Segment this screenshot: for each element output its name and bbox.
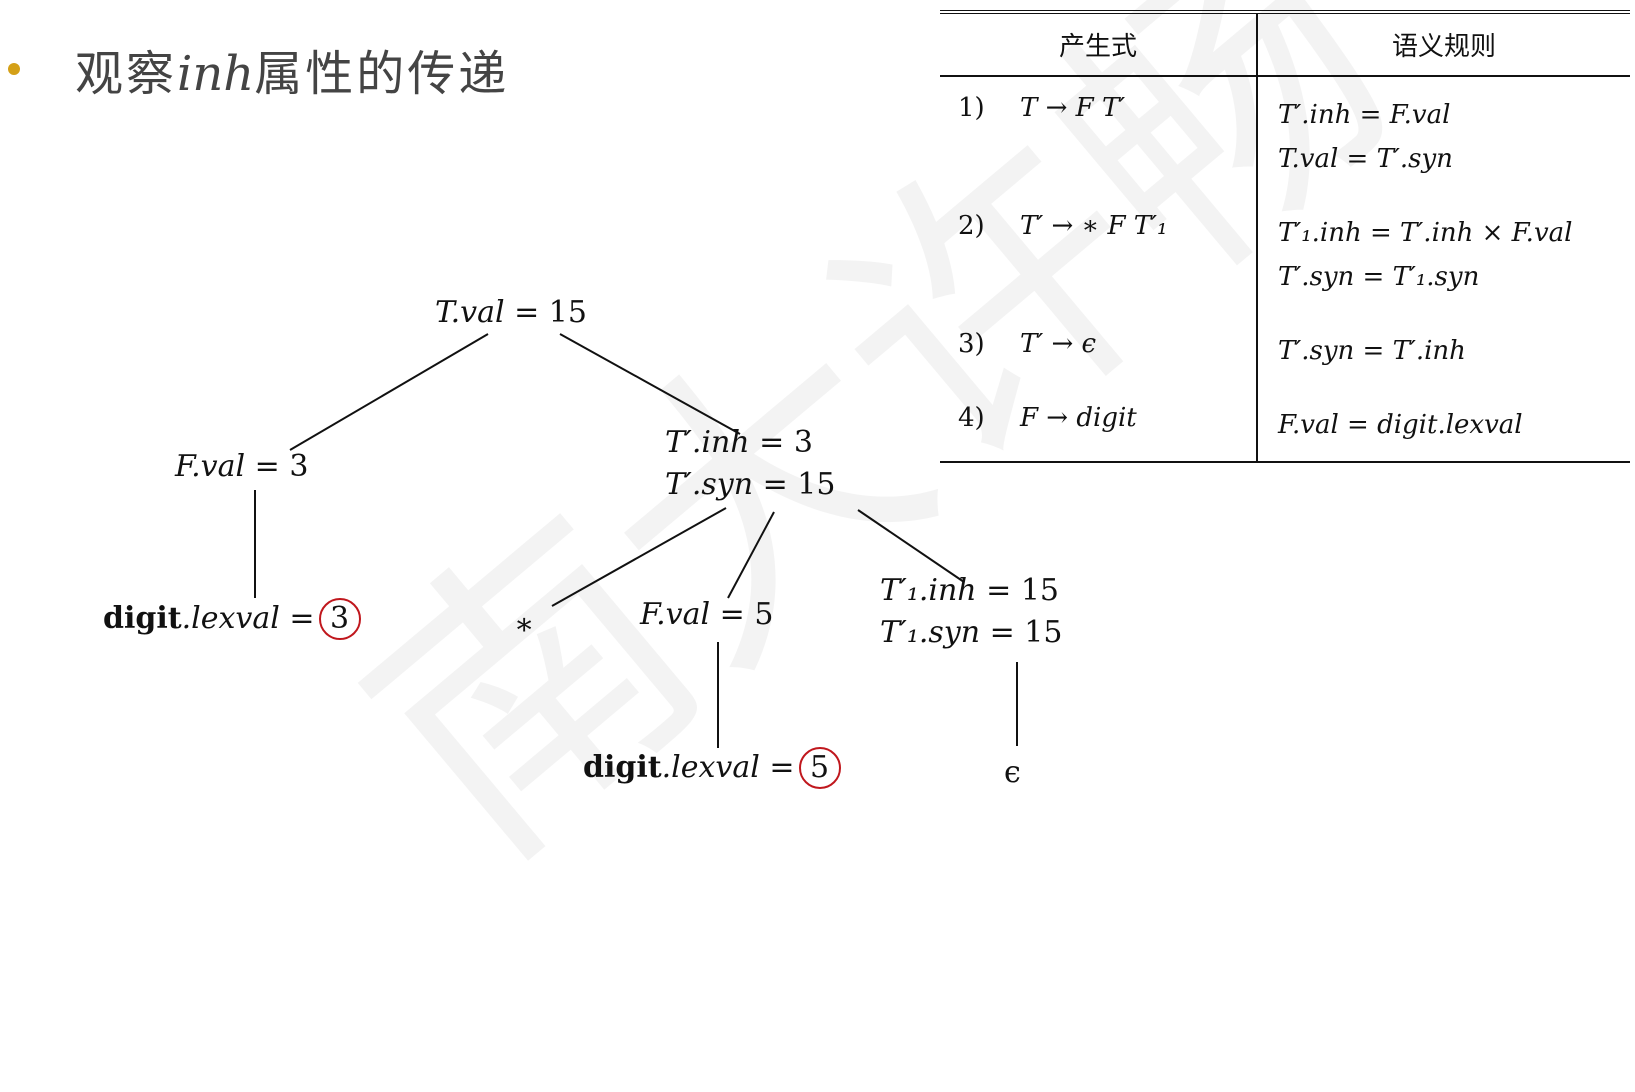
node-digit-1: digit.lexval =3: [103, 598, 361, 640]
node-root-attr: T.val: [435, 295, 505, 330]
edge-tp-star: [551, 507, 727, 607]
rule-num: 2): [958, 211, 985, 241]
node-digit-2: digit.lexval =5: [583, 747, 841, 789]
edge-tp-f2: [727, 511, 775, 599]
rule-production: T′ → ∗ F T′₁: [1020, 211, 1168, 241]
rule-text: T′.inh = F.val: [1278, 100, 1451, 130]
rule-num: 4): [958, 403, 985, 433]
node-t1-prime-inh-value: 15: [1020, 573, 1060, 608]
highlight-circle-3: 3: [318, 598, 361, 640]
node-f1-value: 3: [289, 449, 309, 484]
header-production: 产生式: [940, 14, 1258, 77]
rule-text: F.val = digit.lexval: [1278, 410, 1523, 440]
title-prefix: 观察: [75, 46, 178, 102]
node-f1-attr: F.val: [175, 449, 246, 484]
edge-tp-tp1: [857, 509, 965, 583]
node-f2: F.val = 5: [640, 597, 774, 632]
rule-production: F → digit: [1020, 403, 1137, 433]
parse-tree-edges: [254, 333, 1018, 748]
node-digit-2-token: digit: [583, 750, 662, 785]
node-t-prime-inh-value: 3: [793, 425, 813, 460]
edge-root-tp: [559, 333, 741, 435]
node-t1-prime-syn-value: 15: [1024, 615, 1063, 650]
node-t1-prime: T′₁.inh = 15 T′₁.syn = 15: [880, 573, 1063, 650]
node-f2-attr: F.val: [640, 597, 711, 632]
slide-title-row: 观察inh属性的传递: [8, 34, 509, 104]
bullet-icon: [8, 63, 20, 75]
node-t-prime: T′.inh = 3 T′.syn = 15: [665, 425, 836, 502]
highlight-circle-5: 5: [798, 747, 841, 789]
rule-num: 1): [958, 93, 985, 123]
node-t1-prime-inh-attr: T′₁.inh: [880, 573, 977, 608]
table-row: 4) F → digit F.val = digit.lexval: [940, 387, 1630, 463]
header-semantic-rules: 语义规则: [1257, 14, 1630, 77]
node-root-value: 15: [548, 295, 587, 330]
rule-text: T′.syn = T′.inh: [1278, 336, 1466, 366]
node-f1: F.val = 3: [175, 449, 309, 484]
rule-production: T′ → ϵ: [1020, 329, 1097, 359]
rule-text: T′₁.inh = T′.inh × F.val: [1278, 218, 1573, 248]
table-row: 3) T′ → ϵ T′.syn = T′.inh: [940, 313, 1630, 387]
node-digit-1-attr: .lexval: [181, 601, 280, 636]
node-t-prime-syn-attr: T′.syn: [665, 467, 754, 502]
node-t1-prime-syn-attr: T′₁.syn: [880, 615, 981, 650]
node-root: T.val = 15: [435, 295, 587, 330]
node-epsilon: ϵ: [1004, 755, 1021, 790]
rule-text: T′.syn = T′₁.syn: [1278, 262, 1480, 292]
node-digit-1-token: digit: [103, 601, 182, 636]
node-star: ∗: [514, 607, 535, 642]
node-digit-2-attr: .lexval: [661, 750, 760, 785]
node-t-prime-syn-value: 15: [797, 467, 836, 502]
title-italic: inh: [177, 46, 255, 102]
node-f2-value: 5: [754, 597, 774, 632]
title-suffix: 属性的传递: [254, 46, 510, 102]
rule-production: T → F T′: [1020, 93, 1126, 123]
edge-root-f1: [289, 333, 489, 451]
rule-text: T.val = T′.syn: [1278, 144, 1453, 174]
node-t-prime-inh-attr: T′.inh: [665, 425, 750, 460]
slide-title: 观察inh属性的传递: [75, 34, 509, 104]
rule-num: 3): [958, 329, 985, 359]
